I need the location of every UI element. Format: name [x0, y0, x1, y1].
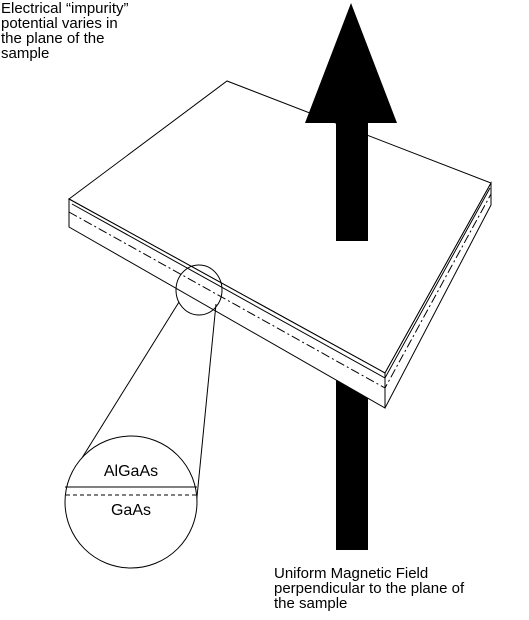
caption-line: the plane of the: [1, 30, 105, 47]
field-arrow-lower-shaft: [336, 372, 368, 550]
inset-lower-layer-label: GaAs: [111, 502, 151, 519]
caption-line: potential varies in: [1, 15, 118, 32]
field-arrow-head: [305, 3, 397, 123]
magnifier-left-tangent: [71, 301, 180, 475]
slab-interface-line: [68, 193, 492, 389]
inset-upper-layer-label: AlGaAs: [104, 463, 158, 480]
caption-line: Electrical “impurity”: [1, 0, 129, 17]
slab-side-face: [384, 181, 492, 409]
sample-slab: [68, 80, 492, 409]
slab-upper-inner-line: [71, 187, 491, 379]
inset-circle: AlGaAs GaAs: [64, 435, 198, 569]
caption-line: perpendicular to the plane of: [274, 580, 465, 597]
field-arrow-upper-shaft: [336, 118, 368, 241]
caption-line: Uniform Magnetic Field: [274, 565, 429, 582]
caption-line: sample: [1, 45, 50, 62]
magnifier: [71, 264, 223, 508]
inset-circle-outline: [64, 435, 198, 569]
magnifier-small-circle: [175, 264, 223, 316]
magnifier-right-tangent: [195, 303, 217, 508]
field-arrow-upper: [305, 3, 397, 241]
magnetic-field-caption: Uniform Magnetic Field perpendicular to …: [274, 566, 464, 611]
impurity-potential-caption: Electrical “impurity” potential varies i…: [1, 1, 129, 61]
caption-line: the sample: [274, 595, 348, 612]
